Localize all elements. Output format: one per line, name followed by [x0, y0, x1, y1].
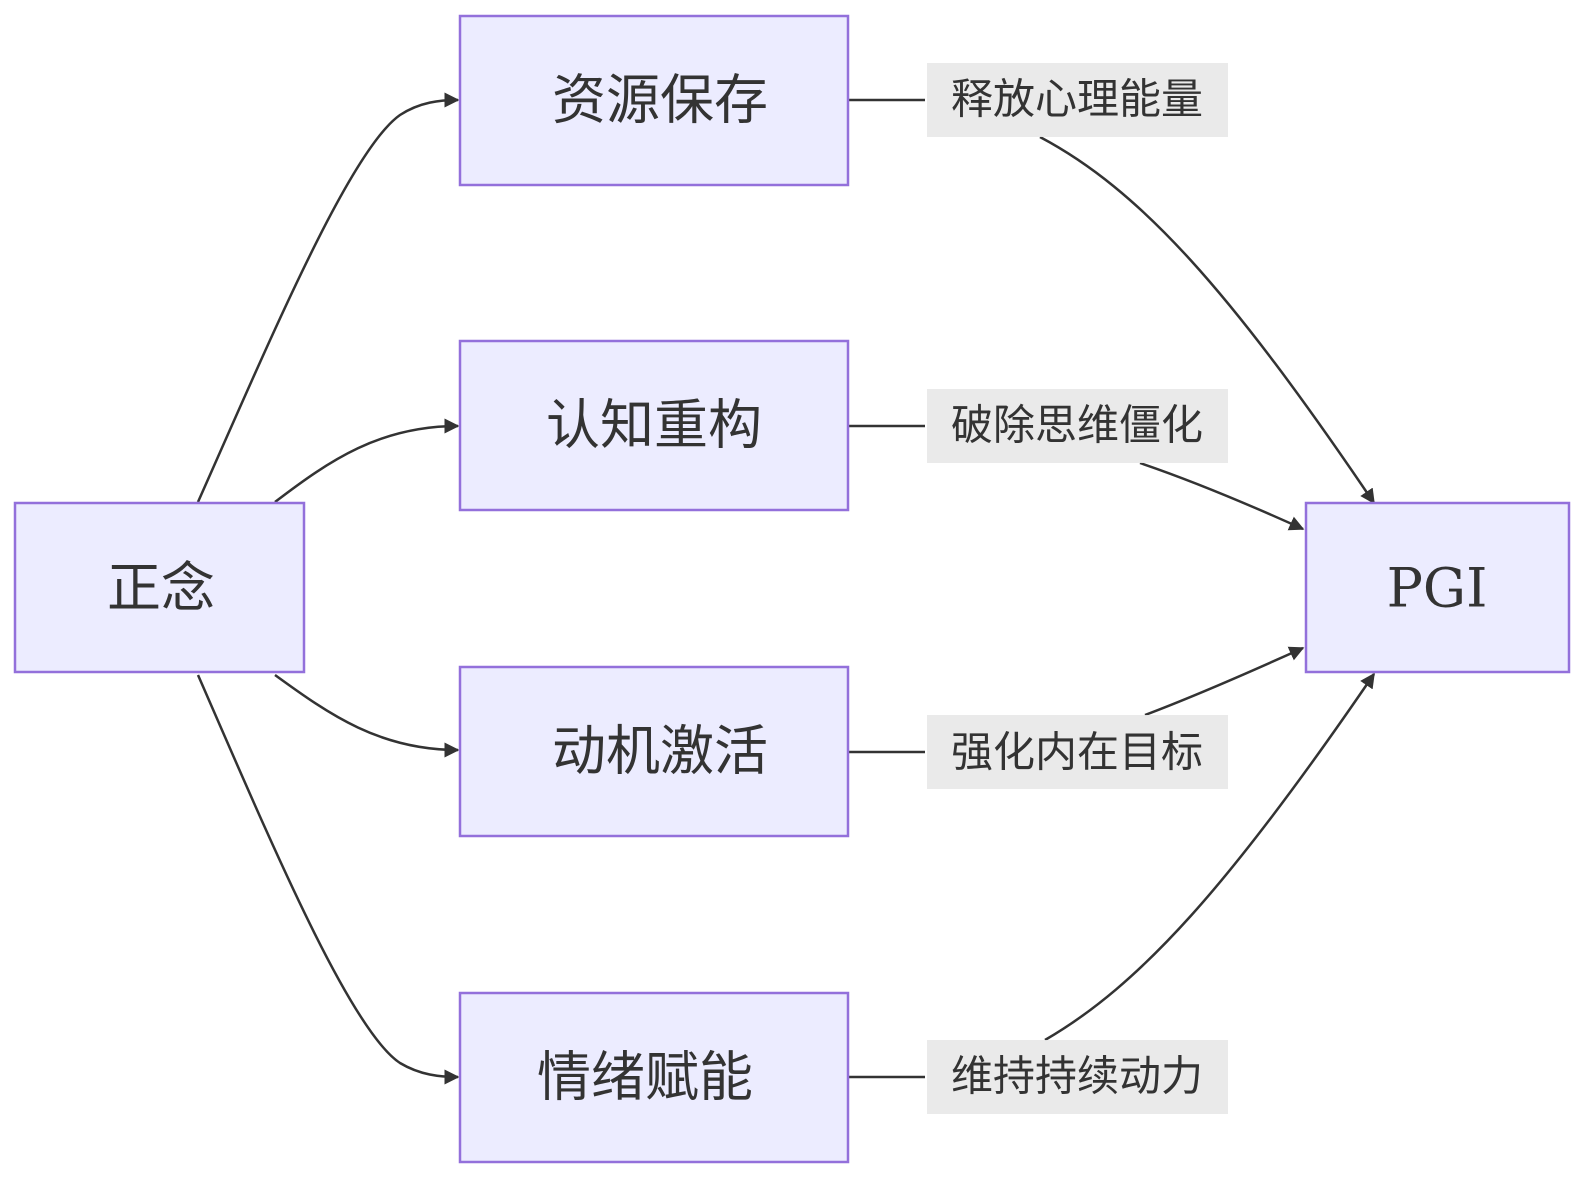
node-target[interactable]: PGI — [1304, 501, 1571, 674]
node-motivation[interactable]: 动机激活 — [458, 665, 850, 838]
node-resource[interactable]: 资源保存 — [458, 14, 850, 187]
node-motivation-label: 动机激活 — [552, 720, 768, 783]
node-cognitive[interactable]: 认知重构 — [458, 339, 850, 512]
node-target-label: PGI — [1387, 557, 1488, 620]
edge-label-release-energy: 释放心理能量 — [951, 75, 1203, 124]
edges-target — [849, 98, 1374, 1079]
edge-source-to-motivation — [274, 673, 460, 758]
node-source-label: 正念 — [107, 557, 215, 620]
edge-emotion-to-target — [849, 674, 1374, 1079]
edge-label-emotion: 维持持续动力 — [927, 1040, 1228, 1114]
edge-cognitive-to-target — [849, 424, 1303, 529]
edge-motivation-to-target — [849, 648, 1303, 754]
edge-label-strengthen-goals: 强化内在目标 — [951, 728, 1203, 777]
node-emotion[interactable]: 情绪赋能 — [458, 991, 850, 1164]
edge-label-resource: 释放心理能量 — [927, 63, 1228, 137]
edge-label-break-rigidity: 破除思维僵化 — [951, 401, 1203, 450]
edge-label-motivation: 强化内在目标 — [927, 715, 1228, 789]
edge-label-sustain-drive: 维持持续动力 — [951, 1052, 1203, 1101]
edge-source-to-emotion — [196, 674, 460, 1085]
edge-source-to-resource — [196, 92, 460, 503]
edge-label-cognitive: 破除思维僵化 — [927, 389, 1228, 463]
node-resource-label: 资源保存 — [552, 69, 768, 132]
node-source[interactable]: 正念 — [13, 501, 306, 674]
edge-source-to-cognitive — [274, 418, 460, 503]
edges-source — [196, 92, 460, 1085]
node-emotion-label: 情绪赋能 — [537, 1046, 753, 1109]
node-cognitive-label: 认知重构 — [546, 394, 762, 457]
edge-resource-to-target — [849, 98, 1374, 503]
